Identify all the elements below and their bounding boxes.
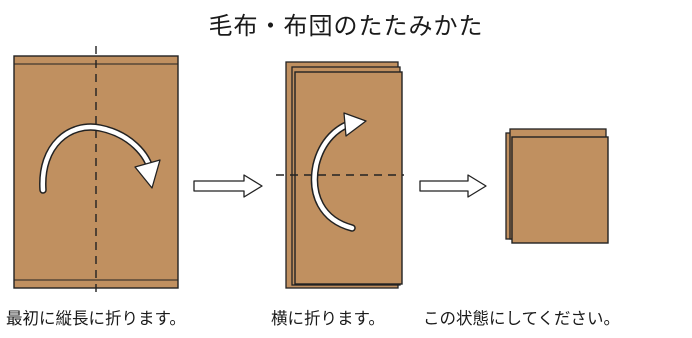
curved-arrow-icon (310, 112, 367, 232)
diagram-title: 毛布・布団のたたみかた (208, 12, 484, 40)
step3-caption: この状態にしてください。 (423, 309, 621, 328)
step3-blanket (505, 128, 609, 244)
step1-caption: 最初に縦長に折ります。 (6, 309, 186, 328)
step2-blanket (276, 61, 404, 289)
step2-caption: 横に折ります。 (271, 309, 385, 328)
curved-arrow-icon (39, 123, 161, 194)
step1-blanket (13, 46, 179, 298)
right-arrow-icon (193, 174, 263, 198)
right-arrow-icon (419, 174, 487, 198)
